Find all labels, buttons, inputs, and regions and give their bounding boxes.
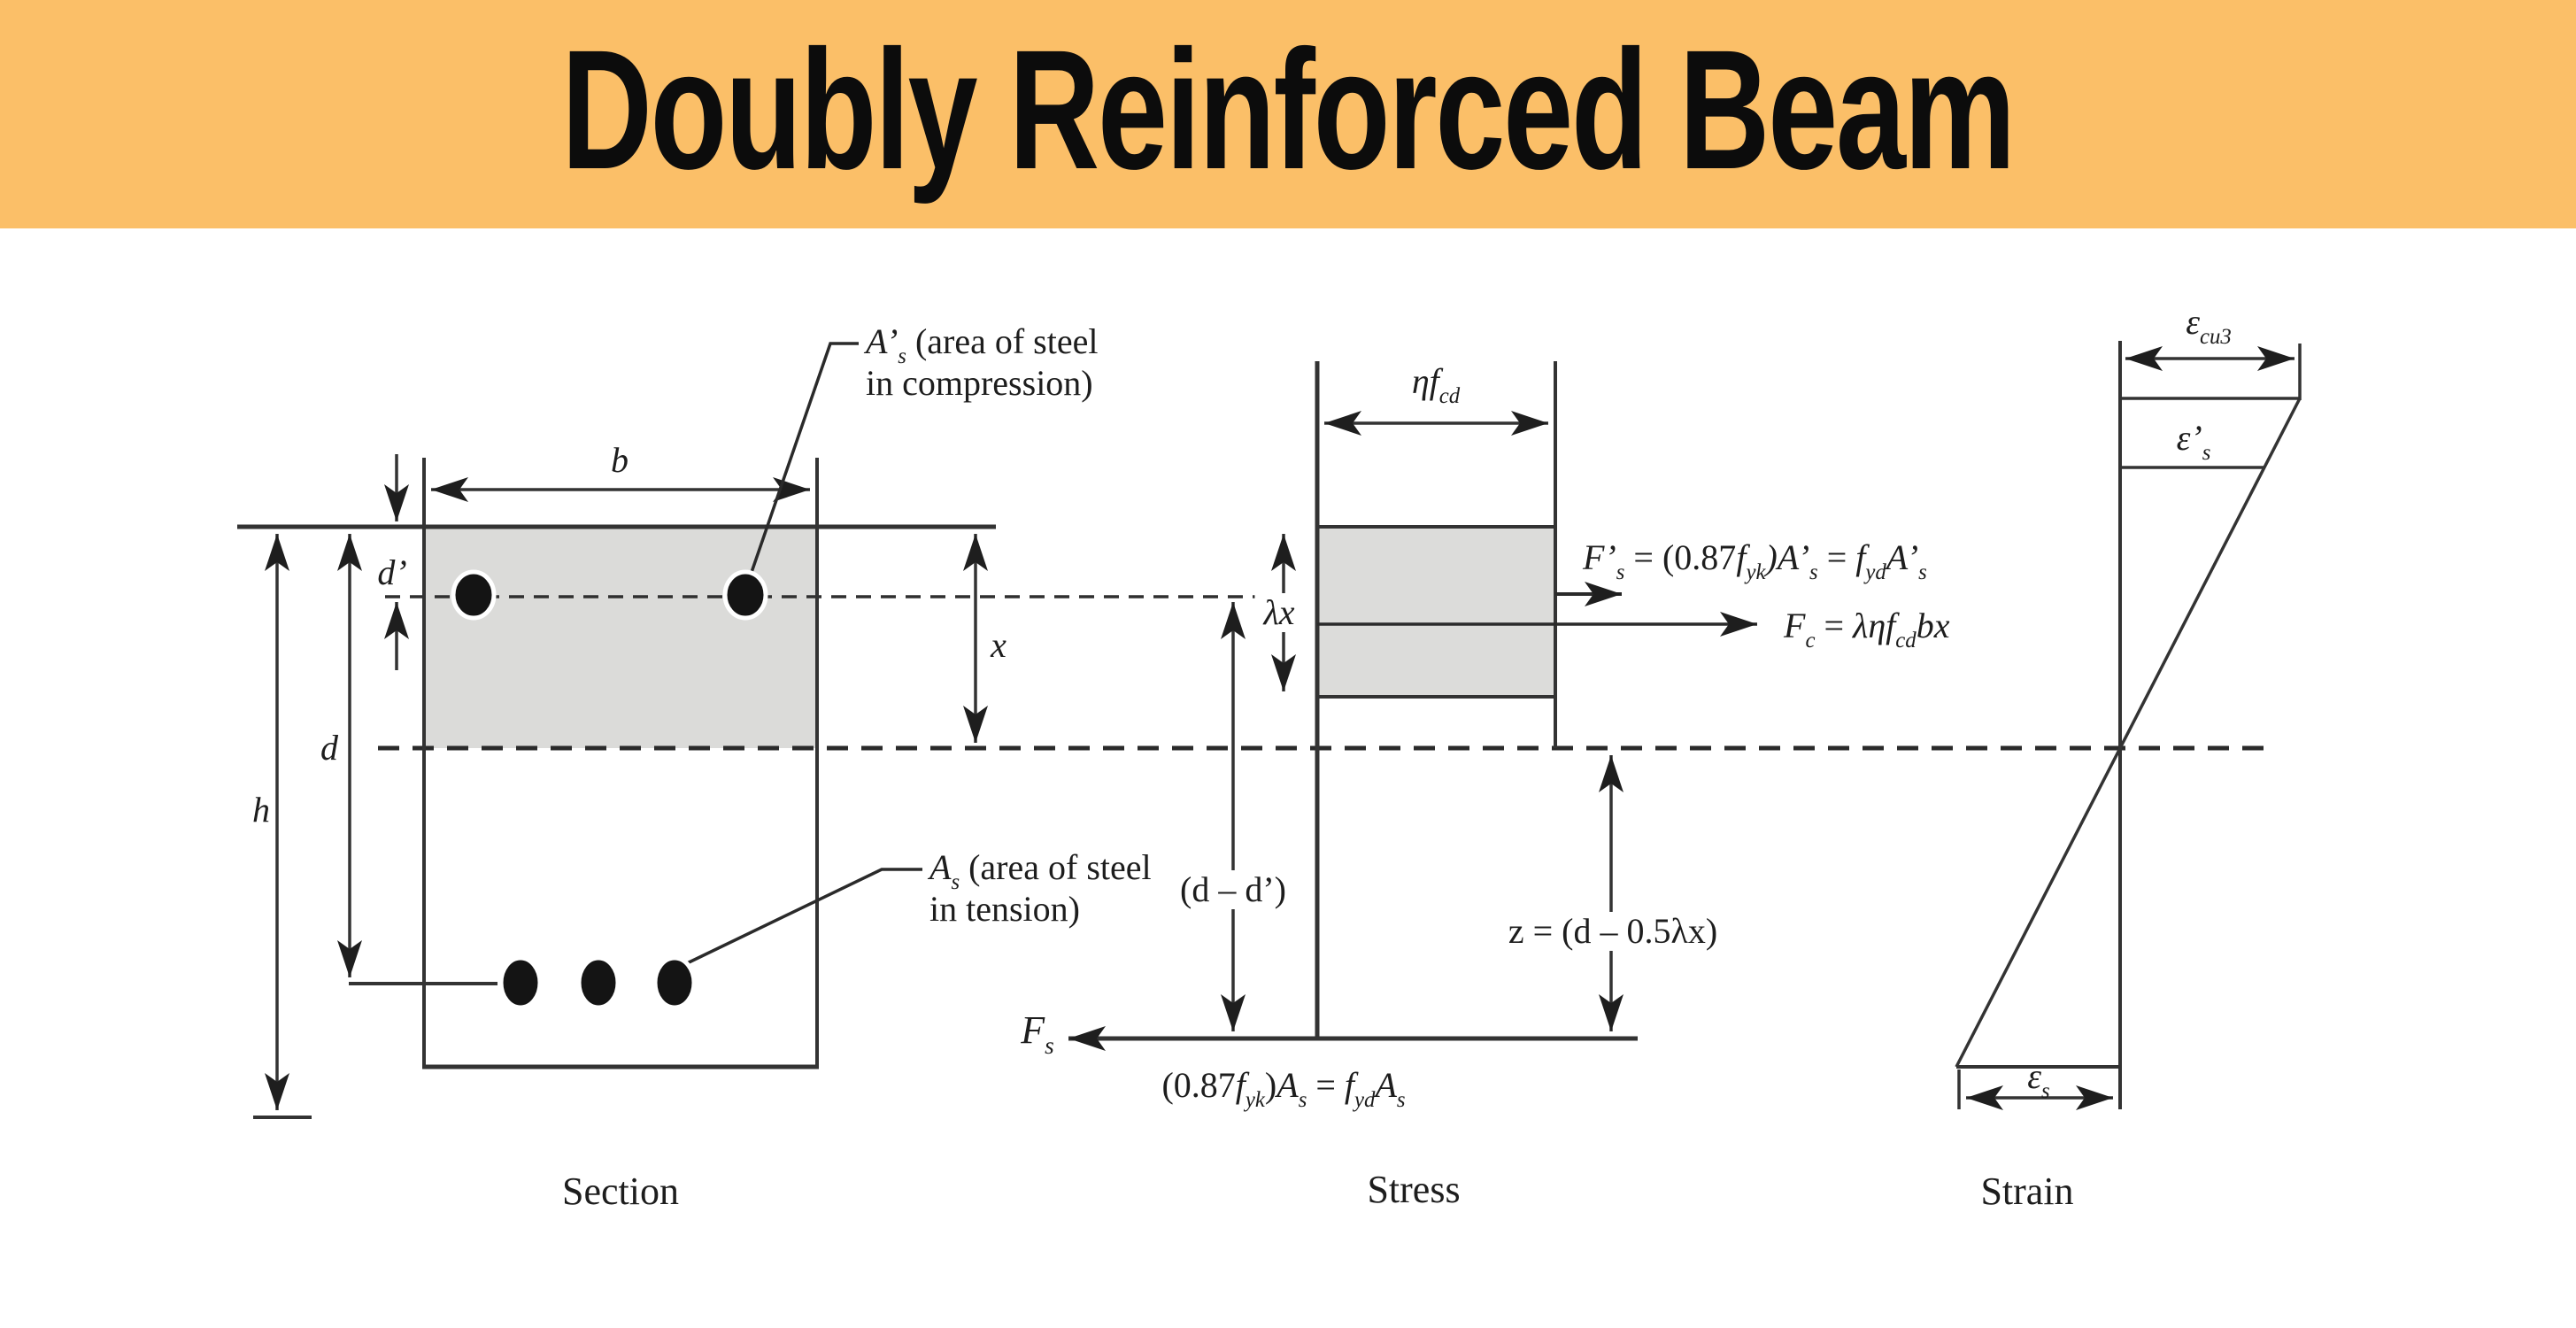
eta-fcd-label: ηfcd xyxy=(1411,361,1461,409)
compression-steel-leader-line xyxy=(747,342,859,581)
lever-arm-z-label: z = (d – 0.5λx) xyxy=(1499,912,1727,951)
neutral-axis-depth-x-label: x xyxy=(991,625,1006,665)
width-b-label: b xyxy=(611,440,629,480)
lambda-x-label: λx xyxy=(1254,593,1304,632)
compression-bar-dot xyxy=(722,569,768,621)
depth-d-label: d xyxy=(320,728,338,768)
strain-caption: Strain xyxy=(1980,1169,2074,1213)
tension-force-equation: (0.87fyk)As = fydAs xyxy=(1161,1065,1406,1113)
eps-s-prime-label: ε’s xyxy=(2176,418,2211,466)
eps-s-label: εs xyxy=(2027,1056,2050,1104)
tension-bar-dot xyxy=(498,955,543,1010)
eps-cu3-label: εcu3 xyxy=(2186,302,2232,350)
tension-steel-leader-line xyxy=(683,868,922,967)
compression-force-equation: F’s = (0.87fyk)A’s = fydA’s xyxy=(1583,537,1927,585)
compression-steel-annotation: A’s (area of steel in compression) xyxy=(866,321,1099,404)
section-compression-zone xyxy=(426,529,815,748)
stress-caption: Stress xyxy=(1367,1167,1461,1211)
concrete-force-equation: Fc = ληfcdbx xyxy=(1784,606,1950,653)
height-h-label: h xyxy=(252,790,270,830)
stress-block-fill xyxy=(1319,529,1554,697)
page-title: Doubly Reinforced Beam xyxy=(561,14,2017,205)
compression-bar-dot xyxy=(451,569,497,621)
cover-d-prime-label: d’ xyxy=(377,552,407,592)
tension-bar-dot xyxy=(652,955,697,1010)
tension-bar-dot xyxy=(576,955,621,1010)
section-caption: Section xyxy=(562,1169,679,1213)
strain-profile-diagonal xyxy=(1955,398,2302,1068)
title-banner: Doubly Reinforced Beam xyxy=(0,0,2576,228)
lever-arm-dd-label: (d – d’) xyxy=(1171,870,1295,909)
tension-force-label: Fs xyxy=(1021,1008,1054,1060)
tension-steel-annotation: As (area of steel in tension) xyxy=(929,847,1152,930)
